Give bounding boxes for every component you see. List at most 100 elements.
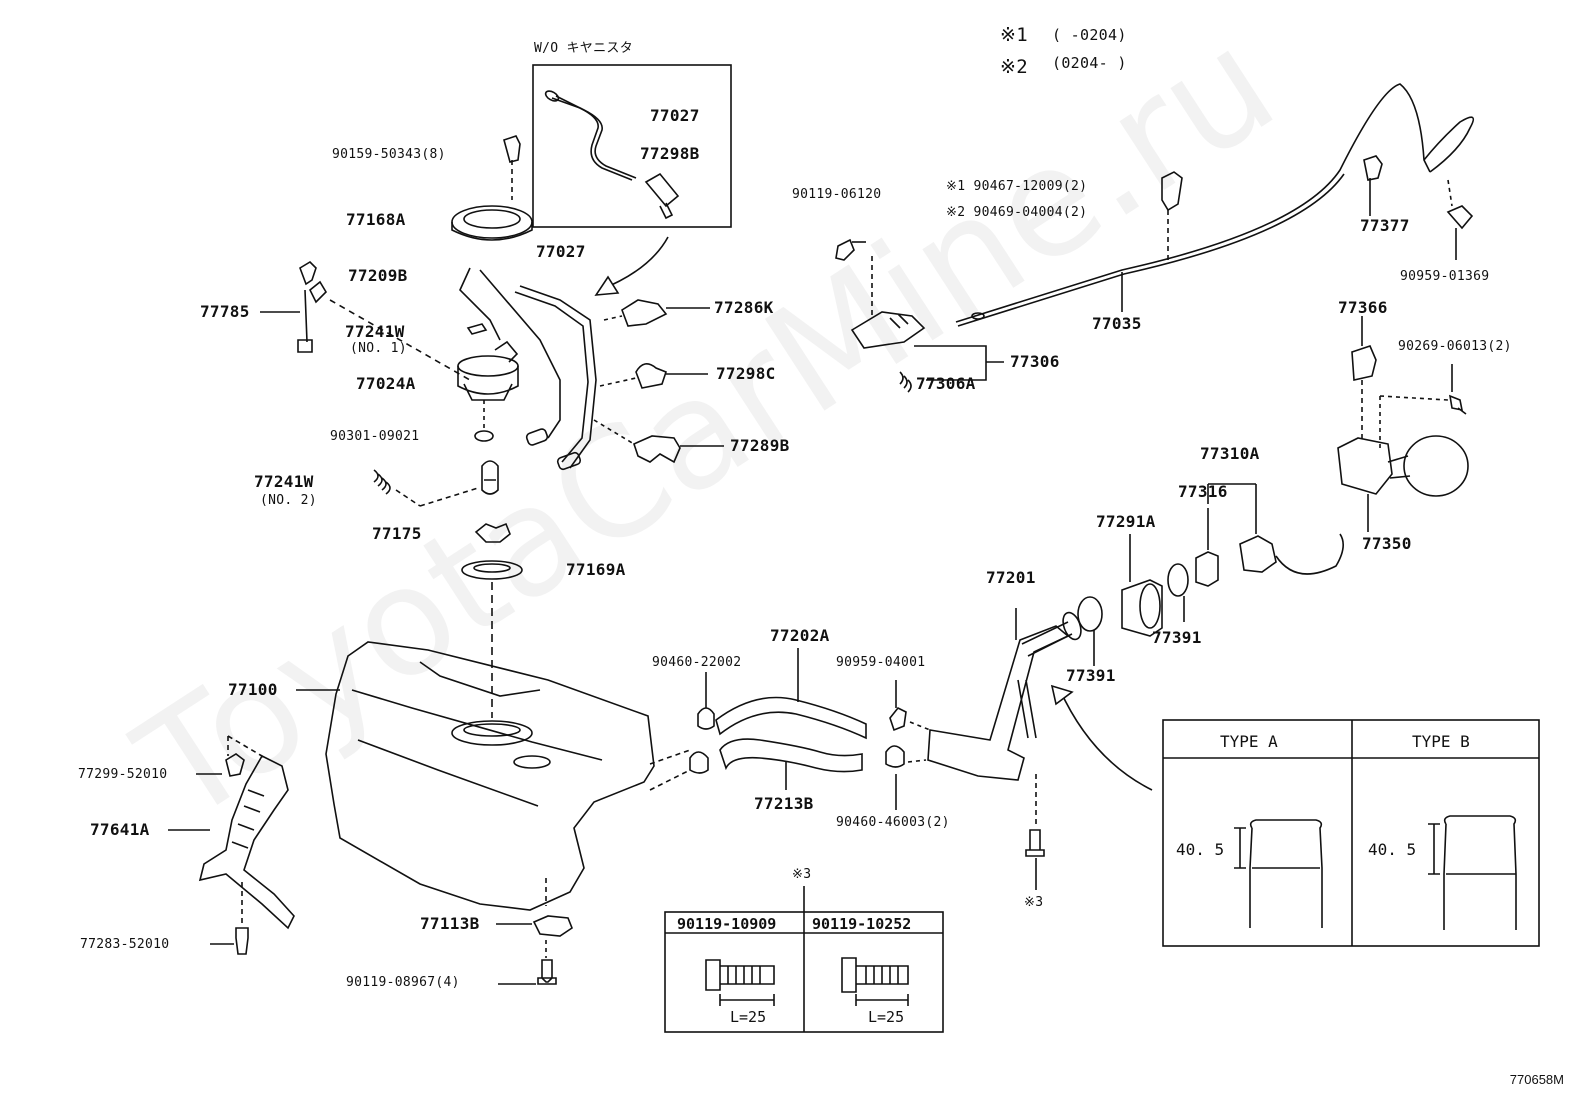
type-b-dim xyxy=(1428,823,1440,875)
wo-canister-label: W/O キヤニスタ xyxy=(534,41,634,56)
dash-spring xyxy=(395,489,421,507)
dash-spring2 xyxy=(419,487,479,507)
tube-77027-upper xyxy=(551,97,633,181)
bolt-table-col2: 90119-10252 xyxy=(812,915,912,933)
dash-77299 xyxy=(227,735,263,757)
part-label-p77241W2: 77241W xyxy=(254,472,314,491)
dash-77289B xyxy=(593,419,635,445)
part-label-p77391a: 77391 xyxy=(1066,666,1116,685)
part-label-pMark3b: ※3 xyxy=(1024,895,1044,910)
part-label-p77310A: 77310A xyxy=(1200,444,1260,463)
arrow-to-type xyxy=(1059,689,1153,791)
part-label-p77027b: 77027 xyxy=(536,242,586,261)
type-a-title: TYPE A xyxy=(1220,732,1278,751)
clip-77241W1 xyxy=(466,323,488,335)
part-label-p77168A: 77168A xyxy=(346,210,406,229)
part-label-p90467: ※1 90467-12009(2) xyxy=(946,179,1088,194)
protector-77641A xyxy=(198,754,295,930)
bolt-dim-2 xyxy=(855,994,909,1006)
legend-mark-2: ※2 xyxy=(1000,56,1028,78)
part-label-p90301: 90301-09021 xyxy=(330,429,420,444)
gasket-77175 xyxy=(474,522,511,543)
legend-mark-1: ※1 xyxy=(1000,24,1028,46)
tank-port-small xyxy=(513,755,551,769)
part-label-p77316: 77316 xyxy=(1178,482,1228,501)
part-label-p77283: 77283-52010 xyxy=(80,937,170,952)
sender-77785 xyxy=(297,260,328,353)
dash-filler-2 xyxy=(907,759,927,763)
clip-90959-01369 xyxy=(1446,205,1474,230)
part-label-p77366: 77366 xyxy=(1338,298,1388,317)
bolt-77283 xyxy=(235,927,249,955)
type-b-pipe xyxy=(1443,815,1517,930)
part-label-p77286K: 77286K xyxy=(714,298,774,317)
tank-port-large-in xyxy=(463,723,521,737)
dash-90959-01369 xyxy=(1447,179,1453,207)
dash-77286K xyxy=(603,315,623,321)
tube-77027-upper-b xyxy=(555,95,637,179)
part-label-p77641A: 77641A xyxy=(90,820,150,839)
part-label-p77113B: 77113B xyxy=(420,914,480,933)
part-label-p77306A: 77306A xyxy=(916,374,976,393)
pipe-77027-c xyxy=(479,269,561,439)
clamp-77286K xyxy=(621,299,668,327)
legend-range-2: (0204- ) xyxy=(1052,54,1127,72)
bolt-90119-06120 xyxy=(835,238,855,261)
pipe-77027-a xyxy=(519,285,597,469)
type-a-pipe xyxy=(1249,819,1323,928)
ring-77168A-inner xyxy=(463,209,521,229)
clamp-90959-04001 xyxy=(889,706,907,732)
cable-77035 xyxy=(955,83,1431,323)
part-label-p77202A: 77202A xyxy=(770,626,830,645)
hinge-77350 xyxy=(1337,437,1393,495)
part-label-p77175: 77175 xyxy=(372,524,422,543)
clamp-90467 xyxy=(1161,171,1183,212)
clip-77377 xyxy=(1363,155,1383,181)
part-label-p77209B: 77209B xyxy=(348,266,408,285)
part-label-p90469: ※2 90469-04004(2) xyxy=(946,205,1088,220)
bolt-drawing-1 xyxy=(705,959,775,991)
spring-77241W2 xyxy=(373,469,391,495)
pump-body xyxy=(457,366,519,401)
part-label-p77035: 77035 xyxy=(1092,314,1142,333)
dash-77785 xyxy=(329,299,471,381)
type-a-dimension: 40. 5 xyxy=(1176,840,1225,859)
part-label-p77201: 77201 xyxy=(986,568,1036,587)
screw-90269 xyxy=(1448,394,1467,415)
bolt-90119-08967 xyxy=(537,959,557,985)
lid-arm xyxy=(1387,455,1411,479)
fitting-b xyxy=(556,451,582,471)
neck-77291A-mouth xyxy=(1139,583,1161,629)
legend-range-1: ( -0204) xyxy=(1052,26,1127,44)
part-label-p77100: 77100 xyxy=(228,680,278,699)
type-b-dimension: 40. 5 xyxy=(1368,840,1417,859)
type-a-dim xyxy=(1234,827,1246,869)
part-label-p90959_01369: 90959-01369 xyxy=(1400,269,1490,284)
part-label-p77306: 77306 xyxy=(1010,352,1060,371)
part-label-p77785: 77785 xyxy=(200,302,250,321)
part-label-p77377: 77377 xyxy=(1360,216,1410,235)
clamp-90460-22002 xyxy=(697,707,715,730)
tank-77100 xyxy=(325,641,655,911)
cap-77310A xyxy=(1239,533,1344,575)
tank-ridge-2 xyxy=(357,739,539,807)
cable-77035-b xyxy=(957,173,1345,327)
part-label-p77289B: 77289B xyxy=(730,436,790,455)
neck-77291A xyxy=(1121,579,1163,637)
ring-77169A-inner xyxy=(473,563,511,573)
bolt-table-col1: 90119-10909 xyxy=(677,915,777,933)
tube-fitting xyxy=(544,90,560,102)
filler-pipe-breather xyxy=(1017,679,1037,739)
bolt-table-len2: L=25 xyxy=(868,1008,905,1026)
cable-loop xyxy=(1423,116,1475,173)
filler-pipe-77201 xyxy=(927,625,1070,781)
hose-77202A xyxy=(715,696,867,740)
part-label-p77298B: 77298B xyxy=(640,144,700,163)
protector-slots xyxy=(231,789,265,849)
wo-canister-box xyxy=(532,64,732,228)
part-label-p77241W1: 77241W xyxy=(345,322,405,341)
ring-77316 xyxy=(1195,551,1219,587)
filler-pipe-neck xyxy=(1021,621,1073,657)
valve-77298B xyxy=(644,172,680,220)
pump-top xyxy=(457,355,519,377)
